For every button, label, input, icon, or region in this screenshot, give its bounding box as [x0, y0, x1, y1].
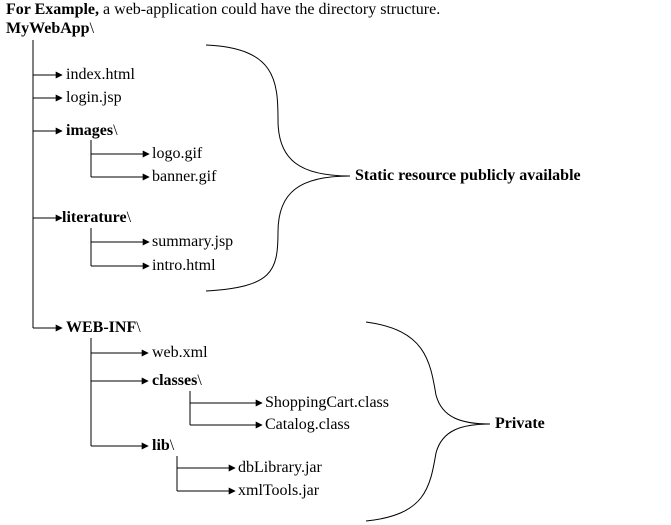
dir-literature-slash: \	[126, 209, 132, 226]
file-summary-jsp: summary.jsp	[152, 233, 234, 250]
file-banner-gif: banner.gif	[152, 168, 217, 185]
dir-classes-name: classes	[152, 372, 198, 389]
file-intro-html: intro.html	[152, 257, 216, 274]
root-name: MyWebApp	[6, 20, 90, 37]
file-xmltools-jar: xmlTools.jar	[238, 482, 320, 499]
root-directory: MyWebApp\	[6, 20, 94, 38]
dir-web-inf-name: WEB-INF	[66, 319, 137, 336]
dir-lib-slash: \	[169, 437, 175, 454]
dir-web-inf-slash: \	[136, 319, 141, 336]
file-logo-gif: logo.gif	[152, 145, 203, 162]
file-login-jsp: login.jsp	[66, 89, 122, 106]
file-dblibrary-jar: dbLibrary.jar	[238, 459, 322, 476]
dir-lib: lib\	[152, 437, 174, 455]
dir-images-slash: \	[113, 122, 118, 139]
dir-web-inf: WEB-INF\	[66, 319, 141, 337]
private-label: Private	[495, 415, 545, 432]
intro-bold: For Example,	[6, 1, 100, 18]
dir-literature-name: literature	[62, 209, 127, 226]
file-catalog-class: Catalog.class	[265, 416, 350, 433]
dir-images-name: images	[66, 122, 114, 139]
private-brace	[365, 321, 491, 522]
file-shoppingcart-class: ShoppingCart.class	[265, 394, 389, 411]
dir-images: images\	[66, 122, 118, 140]
static-resource-label: Static resource publicly available	[355, 167, 581, 184]
file-web-xml: web.xml	[152, 344, 208, 361]
dir-literature: literature\	[62, 209, 131, 227]
static-brace	[205, 44, 351, 292]
dir-lib-name: lib	[152, 437, 170, 454]
intro-rest: a web-application could have the directo…	[99, 1, 441, 18]
dir-classes: classes\	[152, 372, 202, 390]
dir-classes-slash: \	[197, 372, 202, 389]
file-index-html: index.html	[66, 66, 135, 83]
root-slash: \	[89, 20, 95, 37]
intro-sentence: For Example, a web-application could hav…	[6, 1, 440, 19]
